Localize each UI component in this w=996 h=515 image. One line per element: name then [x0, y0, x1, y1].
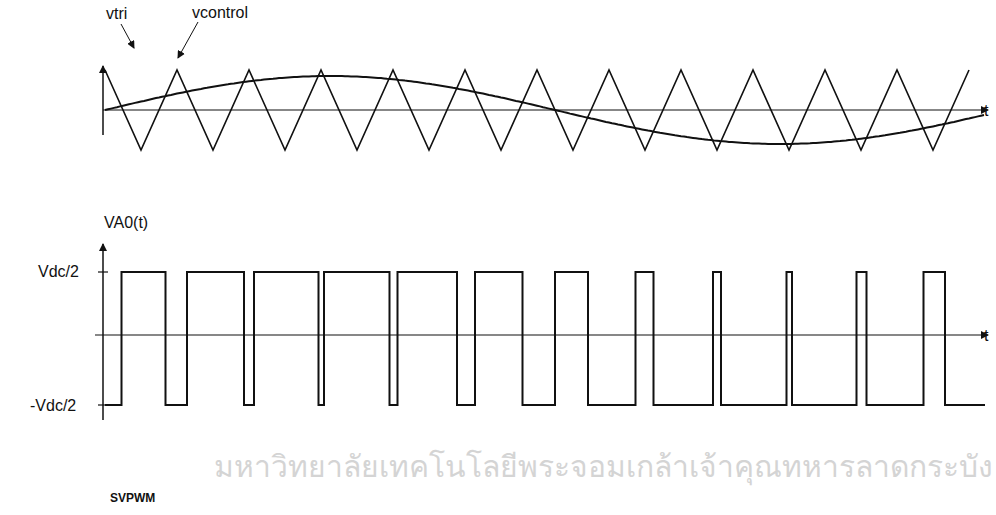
pwm-output: [105, 272, 985, 405]
axis-label: t: [984, 328, 988, 344]
control-label: vcontrol: [192, 5, 248, 21]
level-label: Vdc/2: [38, 264, 79, 280]
time-axis: [95, 334, 988, 335]
leader-line: [121, 24, 134, 48]
level-tick: [98, 271, 108, 272]
triangle-carrier: [105, 70, 969, 150]
axis-label: t: [984, 103, 988, 119]
control-sine: [105, 76, 984, 144]
caption-label: SVPWM: [110, 492, 155, 504]
time-axis: [103, 109, 988, 110]
value-axis: [102, 244, 104, 420]
leader-line: [178, 22, 198, 58]
level-label: -Vdc/2: [30, 398, 76, 414]
carrier-label: vtri: [106, 6, 127, 22]
value-axis: [102, 66, 104, 135]
watermark: มหาวิทยาลัยเทคโนโลยีพระจอมเกล้าเจ้าคุณทห…: [214, 452, 993, 482]
axis-label: VA0(t): [104, 215, 148, 231]
